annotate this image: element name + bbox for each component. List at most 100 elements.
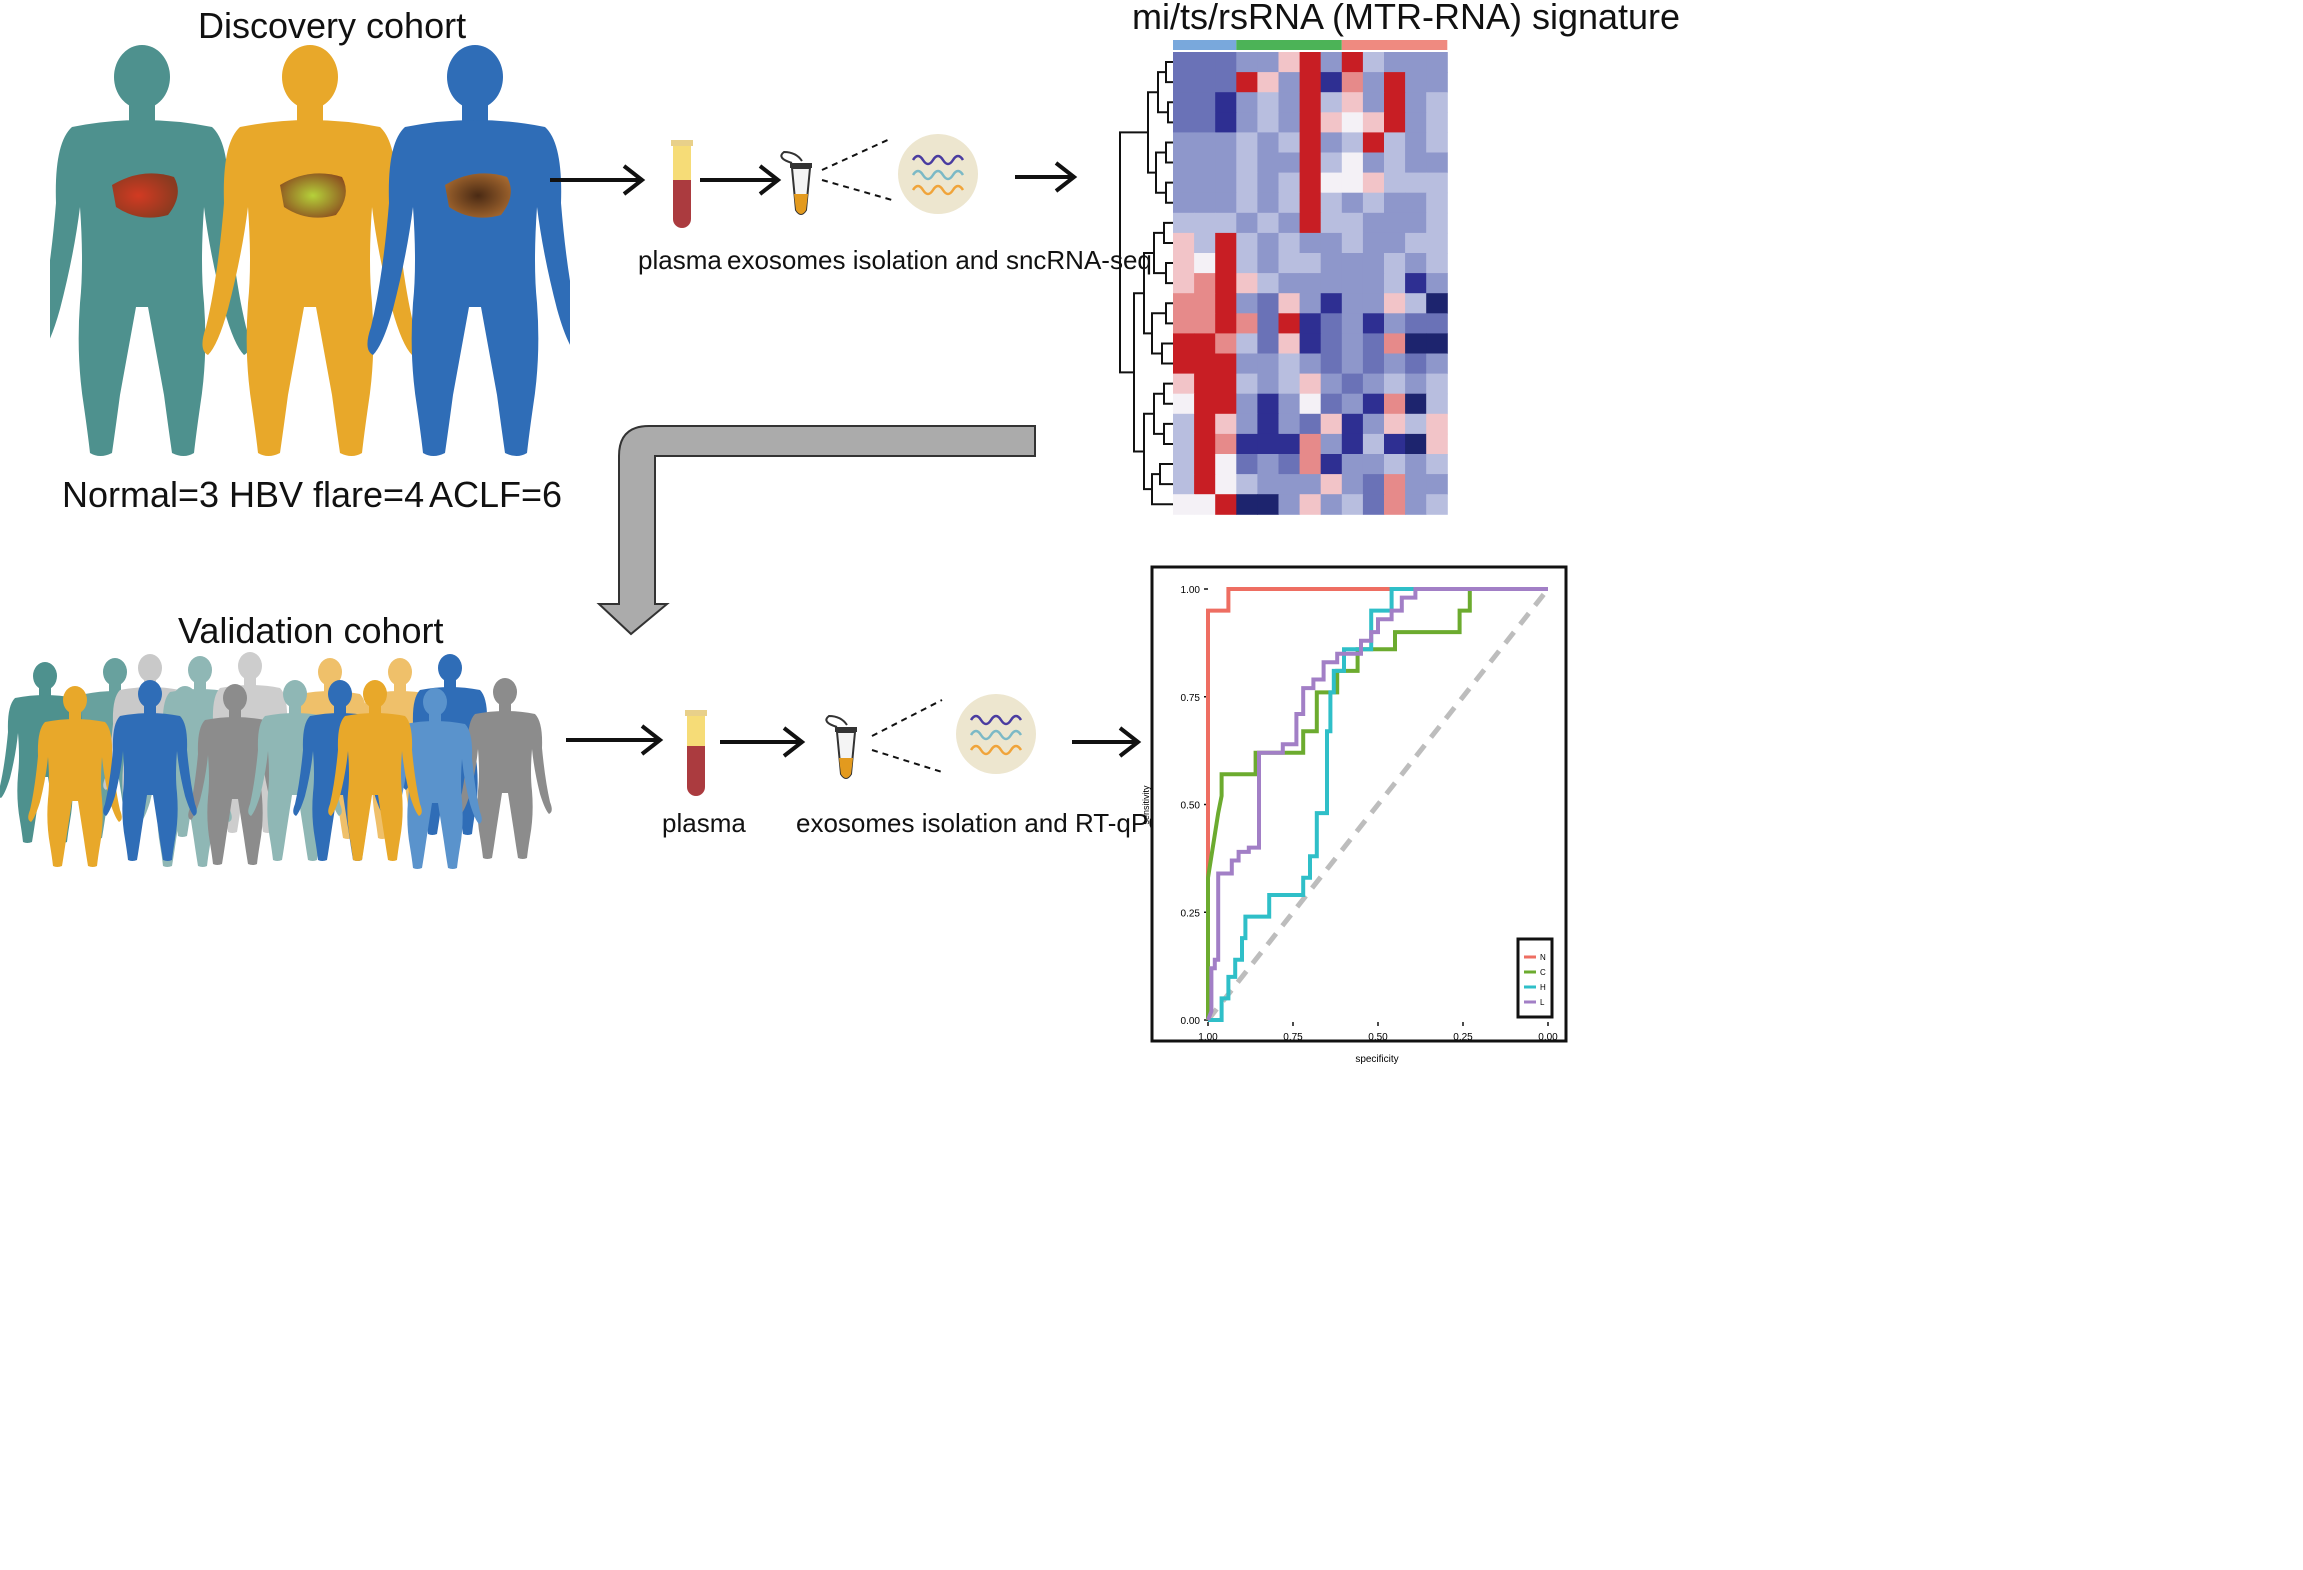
heatmap-cell [1194, 253, 1216, 274]
heatmap-cell [1341, 253, 1364, 274]
group-label-normal: Normal=3 [62, 474, 220, 515]
heatmap-cell [1299, 253, 1322, 274]
heatmap-cell [1384, 72, 1406, 93]
heatmap-cell [1215, 373, 1237, 395]
heatmap-cell [1341, 232, 1364, 254]
heatmap-cell [1215, 112, 1237, 133]
heatmap-cell [1278, 413, 1301, 435]
heatmap-cell [1215, 333, 1237, 354]
heatmap-cell [1215, 212, 1237, 234]
heatmap-cell [1362, 192, 1385, 214]
dendrogram-branch [1161, 342, 1173, 365]
heatmap-cell [1426, 433, 1448, 455]
heatmap-cell [1173, 273, 1195, 294]
dendrogram-branch [1119, 131, 1148, 374]
heatmap-cell [1426, 393, 1448, 415]
heatmap-cell [1341, 92, 1364, 113]
heatmap-cell [1236, 474, 1258, 495]
heatmap-cell [1384, 92, 1406, 113]
signature-heatmap [1119, 40, 1448, 515]
heatmap-cell [1320, 112, 1343, 133]
heatmap-cell [1362, 112, 1385, 133]
x-tick-label: 1.00 [1198, 1032, 1218, 1043]
heatmap-cell [1320, 353, 1343, 375]
heatmap-cell [1299, 232, 1322, 254]
heatmap-cell [1278, 373, 1301, 395]
heatmap-cell [1236, 313, 1258, 334]
heatmap-cell [1236, 232, 1258, 254]
heatmap-cell [1194, 313, 1216, 334]
heatmap-cell [1405, 293, 1427, 314]
x-tick-label: 0.00 [1538, 1032, 1558, 1043]
heatmap-cell [1299, 152, 1322, 174]
heatmap-cell [1194, 132, 1216, 153]
heatmap-annotation-bar [1236, 40, 1342, 50]
heatmap-cell [1405, 253, 1427, 274]
heatmap-cell [1278, 192, 1301, 214]
heatmap-cell [1278, 52, 1301, 73]
roc-x-axis-label: specificity [1355, 1054, 1398, 1065]
heatmap-cell [1173, 132, 1195, 153]
heatmap-cell [1278, 333, 1301, 354]
heatmap-cell [1278, 313, 1301, 334]
heatmap-cell [1215, 393, 1237, 415]
discovery-plasma-label: plasma [638, 245, 722, 275]
heatmap-cell [1173, 474, 1195, 495]
heatmap-cell [1299, 172, 1322, 194]
heatmap-cell [1362, 373, 1385, 395]
heatmap-cell [1173, 494, 1195, 515]
heatmap-cell [1194, 293, 1216, 314]
heatmap-cell [1257, 52, 1279, 73]
heatmap-annotation-bar [1341, 40, 1448, 50]
heatmap-cell [1299, 92, 1322, 113]
heatmap-cell [1278, 232, 1301, 254]
heatmap-cell [1426, 52, 1448, 73]
heatmap-annotation-bar [1173, 40, 1237, 50]
heatmap-cell [1299, 212, 1322, 234]
heatmap-cell [1426, 212, 1448, 234]
heatmap-cell [1405, 152, 1427, 174]
heatmap-cell [1278, 494, 1301, 515]
heatmap-cell [1384, 172, 1406, 194]
heatmap-cell [1384, 152, 1406, 174]
heatmap-cell [1426, 172, 1448, 194]
heatmap-cell [1236, 393, 1258, 415]
heatmap-cell [1236, 353, 1258, 375]
y-tick-label: 0.25 [1181, 908, 1201, 919]
validation-plasma-label: plasma [662, 808, 746, 838]
dendrogram-branch [1133, 292, 1144, 453]
heatmap-cell [1257, 152, 1279, 174]
heatmap-cell [1320, 454, 1343, 475]
heatmap-cell [1384, 413, 1406, 435]
heatmap-cell [1236, 72, 1258, 93]
heatmap-cell [1362, 474, 1385, 495]
heatmap-cell [1320, 313, 1343, 334]
heatmap-cell [1405, 393, 1427, 415]
heatmap-cell [1320, 433, 1343, 455]
heatmap-cell [1362, 273, 1385, 294]
heatmap-cell [1426, 273, 1448, 294]
heatmap-cell [1257, 373, 1279, 395]
heatmap-cell [1215, 52, 1237, 73]
heatmap-cell [1362, 72, 1385, 93]
feedback-arrow [596, 425, 1036, 636]
heatmap-cell [1215, 172, 1237, 194]
heatmap-cell [1384, 232, 1406, 254]
heatmap-cell [1257, 192, 1279, 214]
dendrogram-branch [1167, 101, 1173, 124]
heatmap-cell [1173, 172, 1195, 194]
heatmap-cell [1257, 293, 1279, 314]
heatmap-cell [1173, 232, 1195, 254]
heatmap-cell [1299, 313, 1322, 334]
heatmap-cell [1257, 433, 1279, 455]
heatmap-cell [1257, 132, 1279, 153]
heatmap-cell [1341, 333, 1364, 354]
validation-workflow [566, 694, 1142, 796]
heatmap-cell [1405, 212, 1427, 234]
heatmap-cell [1215, 474, 1237, 495]
heatmap-cell [1320, 333, 1343, 354]
heatmap-cell [1384, 353, 1406, 375]
heatmap-cell [1320, 52, 1343, 73]
heatmap-cell [1320, 152, 1343, 174]
heatmap-cell [1236, 494, 1258, 515]
